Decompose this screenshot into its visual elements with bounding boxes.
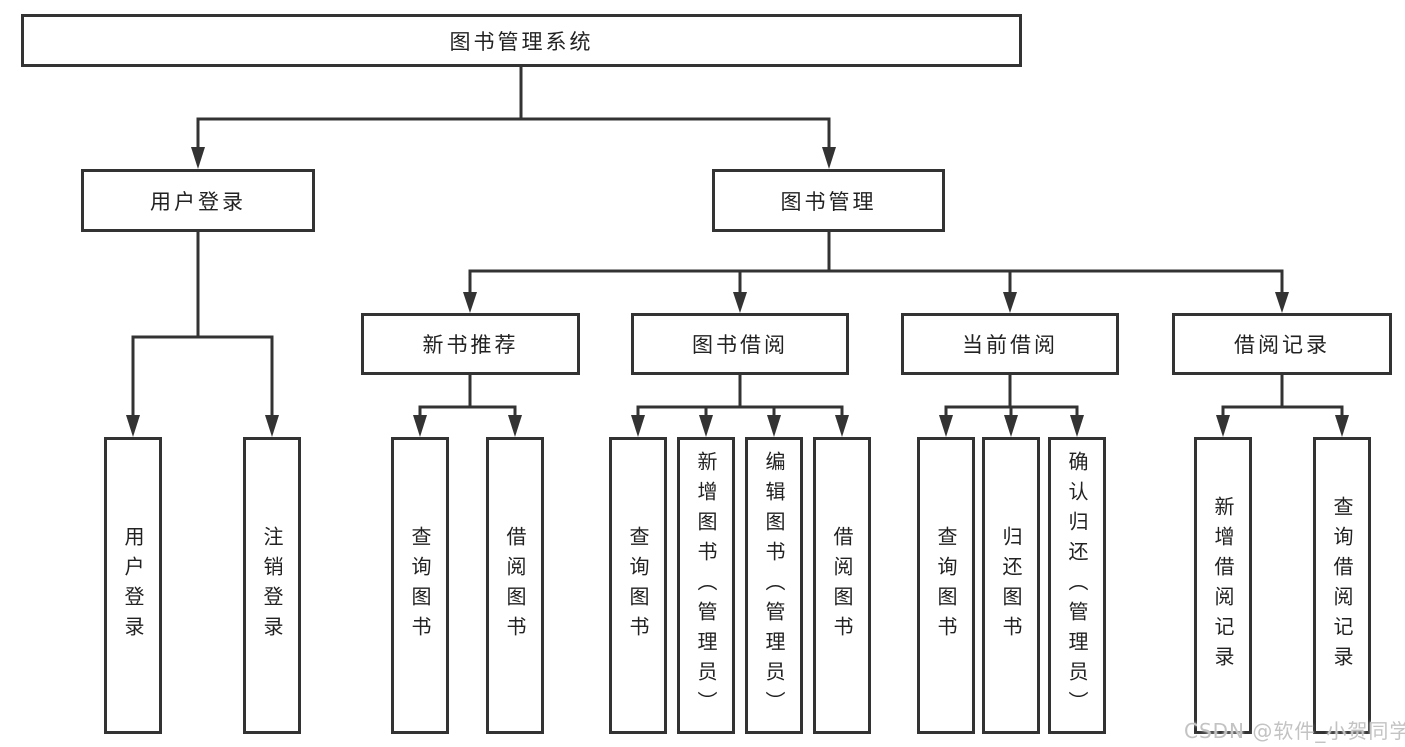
node-borrow-records: 借阅记录: [1172, 313, 1392, 375]
leaf-confirm-return-admin: 确认归还（管理员）: [1048, 437, 1106, 734]
leaf-query-borrow-record-label: 查询借阅记录: [1330, 495, 1354, 676]
node-book-borrow-label: 图书借阅: [692, 333, 788, 357]
leaf-return-books: 归还图书: [982, 437, 1040, 734]
leaf-edit-books-admin: 编辑图书（管理员）: [745, 437, 803, 734]
leaf-borrow-query-books: 查询图书: [609, 437, 667, 734]
leaf-recommend-query-books: 查询图书: [391, 437, 449, 734]
leaf-add-borrow-record: 新增借阅记录: [1194, 437, 1252, 734]
leaf-recommend-query-books-label: 查询图书: [408, 525, 432, 646]
leaf-borrow-query-books-label: 查询图书: [626, 525, 650, 646]
leaf-current-query-books: 查询图书: [917, 437, 975, 734]
node-user-login: 用户登录: [81, 169, 315, 232]
node-book-borrow: 图书借阅: [631, 313, 849, 375]
node-new-book-recommend-label: 新书推荐: [422, 333, 519, 357]
leaf-add-borrow-record-label: 新增借阅记录: [1211, 495, 1235, 676]
node-root: 图书管理系统: [21, 14, 1022, 67]
leaf-borrow-books: 借阅图书: [813, 437, 871, 734]
node-borrow-records-label: 借阅记录: [1234, 333, 1330, 357]
csdn-watermark: CSDN @软件_小贺同学: [1184, 719, 1405, 743]
leaf-recommend-borrow-books-label: 借阅图书: [503, 525, 527, 646]
leaf-edit-books-admin-label: 编辑图书（管理员）: [762, 450, 786, 721]
leaf-user-login: 用户登录: [104, 437, 162, 734]
node-root-label: 图书管理系统: [449, 29, 594, 54]
node-current-borrow-label: 当前借阅: [962, 333, 1058, 357]
leaf-logout-label: 注销登录: [260, 525, 284, 646]
leaf-borrow-books-label: 借阅图书: [830, 525, 854, 646]
node-book-management-label: 图书管理: [780, 189, 877, 214]
leaf-add-books-admin: 新增图书（管理员）: [677, 437, 735, 734]
leaf-user-login-label: 用户登录: [121, 525, 145, 646]
leaf-logout: 注销登录: [243, 437, 301, 734]
node-user-login-label: 用户登录: [150, 189, 246, 214]
leaf-return-books-label: 归还图书: [999, 525, 1023, 646]
node-new-book-recommend: 新书推荐: [361, 313, 580, 375]
leaf-current-query-books-label: 查询图书: [934, 525, 958, 646]
node-current-borrow: 当前借阅: [901, 313, 1119, 375]
leaf-add-books-admin-label: 新增图书（管理员）: [694, 450, 718, 721]
node-book-management: 图书管理: [712, 169, 945, 232]
leaf-query-borrow-record: 查询借阅记录: [1313, 437, 1371, 734]
leaf-recommend-borrow-books: 借阅图书: [486, 437, 544, 734]
leaf-confirm-return-admin-label: 确认归还（管理员）: [1065, 450, 1089, 721]
